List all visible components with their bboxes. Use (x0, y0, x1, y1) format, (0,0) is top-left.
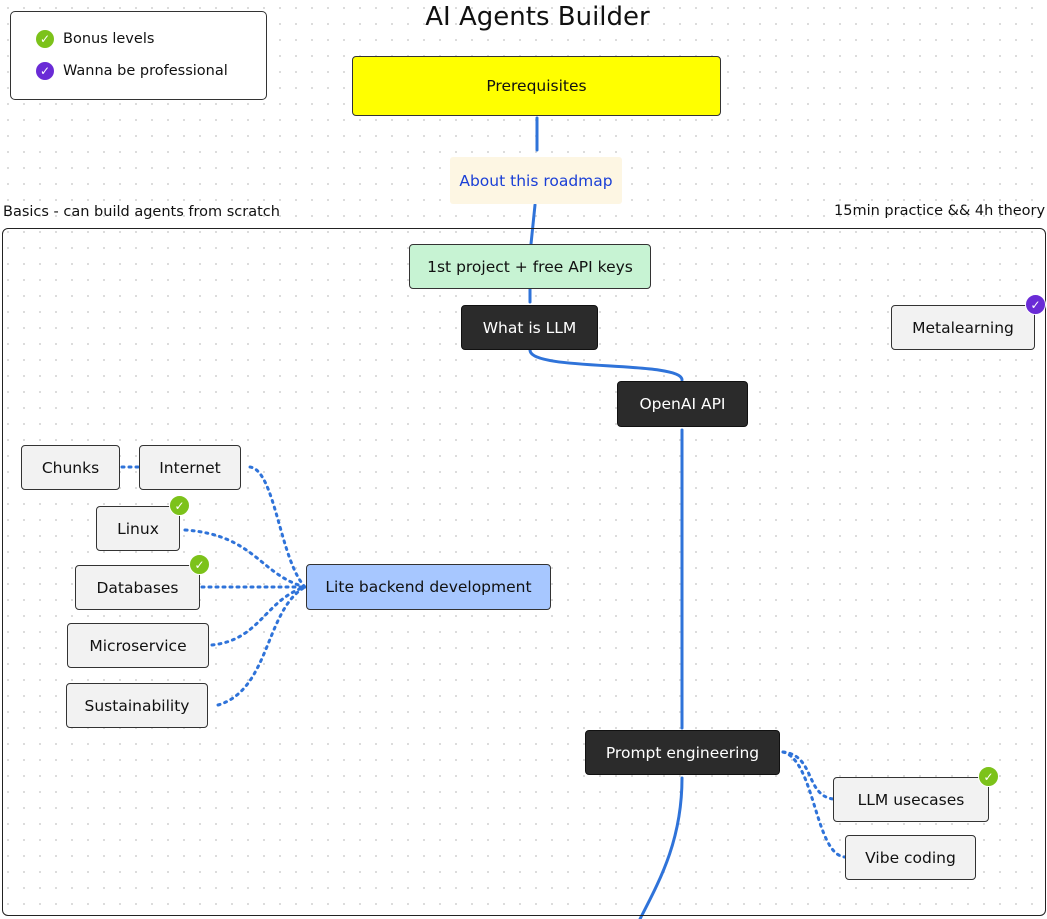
check-circle-icon: ✓ (36, 62, 54, 80)
edge-prompt-down (638, 776, 684, 919)
legend-item-bonus: ✓ Bonus levels (36, 30, 154, 48)
node-label: Chunks (41, 458, 100, 477)
node-label: Linux (117, 519, 159, 538)
node-label: Sustainability (84, 696, 190, 715)
bonus-check-icon: ✓ (169, 495, 190, 516)
node-metalearning[interactable]: Metalearning (891, 305, 1035, 350)
node-microservice[interactable]: Microservice (67, 623, 209, 668)
edge-linux-backend (183, 528, 307, 589)
node-label: Databases (96, 578, 179, 597)
node-lite-backend[interactable]: Lite backend development (306, 564, 551, 610)
page-title: AI Agents Builder (425, 2, 650, 32)
legend-label: Wanna be professional (63, 63, 228, 79)
bonus-check-icon: ✓ (978, 766, 999, 787)
node-label: Microservice (89, 636, 187, 655)
edge-prereq-first (529, 116, 539, 246)
node-label: OpenAI API (639, 395, 726, 413)
section-basics (2, 228, 1046, 916)
node-databases[interactable]: Databases (75, 565, 200, 610)
node-label: Internet (159, 458, 221, 477)
edge-internet-backend (248, 465, 307, 589)
edge-llm-openai (528, 348, 684, 382)
node-what-is-llm[interactable]: What is LLM (461, 305, 598, 350)
node-prerequisites[interactable]: Prerequisites (352, 56, 721, 116)
node-chunks[interactable]: Chunks (21, 445, 120, 490)
node-label: Prerequisites (486, 77, 587, 95)
node-label: Prompt engineering (605, 743, 760, 762)
check-circle-icon: ✓ (36, 30, 54, 48)
node-label: LLM usecases (857, 790, 965, 809)
legend-item-professional: ✓ Wanna be professional (36, 62, 228, 80)
legend: ✓ Bonus levels ✓ Wanna be professional (10, 11, 267, 100)
node-prompt-engineering[interactable]: Prompt engineering (585, 730, 780, 775)
section-time-label: 15min practice && 4h theory (834, 203, 1046, 219)
node-label: Lite backend development (325, 578, 532, 596)
edge-microservice-backend (210, 585, 307, 647)
node-internet[interactable]: Internet (139, 445, 241, 490)
node-linux[interactable]: Linux (96, 506, 180, 551)
node-llm-usecases[interactable]: LLM usecases (833, 777, 989, 822)
node-label: 1st project + free API keys (427, 257, 633, 276)
node-vibe-coding[interactable]: Vibe coding (845, 835, 976, 880)
professional-check-icon: ✓ (1025, 294, 1046, 315)
bonus-check-icon: ✓ (189, 554, 210, 575)
about-roadmap-link[interactable]: About this roadmap (450, 157, 622, 204)
link-label: About this roadmap (459, 171, 613, 190)
node-label: Vibe coding (865, 848, 956, 867)
node-sustainability[interactable]: Sustainability (66, 683, 208, 728)
section-label: Basics - can build agents from scratch (3, 204, 280, 220)
edge-prompt-usecases (781, 750, 835, 801)
node-label: What is LLM (482, 318, 577, 337)
node-label: Metalearning (912, 318, 1014, 337)
edge-sustainability-backend (216, 585, 307, 707)
node-openai-api[interactable]: OpenAI API (617, 381, 748, 427)
edge-prompt-vibe (781, 750, 847, 859)
node-first-project[interactable]: 1st project + free API keys (409, 244, 651, 289)
legend-label: Bonus levels (63, 31, 155, 47)
